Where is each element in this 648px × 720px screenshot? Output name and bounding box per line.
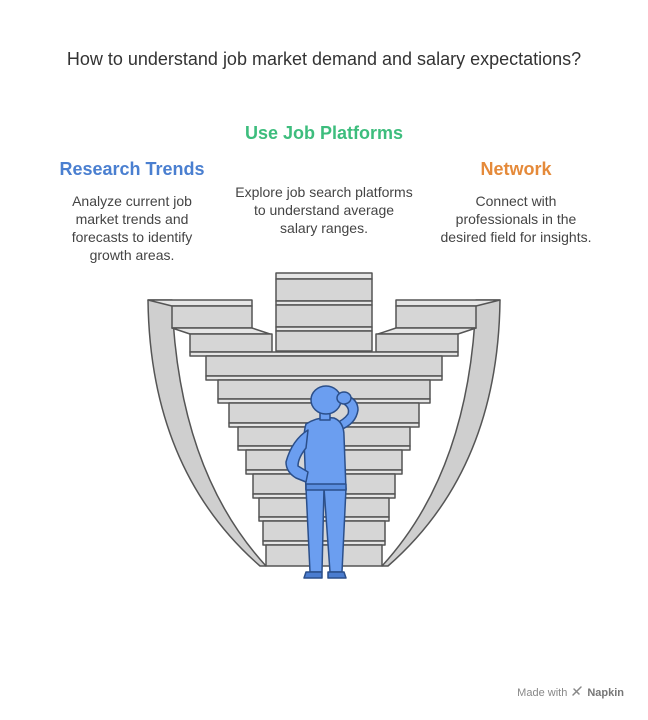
stair-1 (205, 355, 443, 377)
napkin-footer[interactable]: Made with Napkin (517, 685, 624, 700)
left-shoe (303, 571, 323, 579)
right-lower-step (375, 333, 459, 353)
hip-arm (285, 429, 309, 483)
tower-step-5 (275, 330, 373, 352)
network-heading: Network (480, 159, 552, 179)
research-trends-description: Analyze current job market trends and fo… (71, 193, 193, 263)
research-trends-heading: Research Trends (59, 159, 205, 179)
left-lower-step (189, 333, 273, 353)
left-upper-step (171, 305, 253, 329)
stair-8 (262, 520, 386, 542)
right-lower-top (377, 327, 477, 335)
left-lower-top (171, 327, 271, 335)
torso (303, 416, 347, 491)
napkin-logo-icon (571, 685, 583, 700)
napkin-brand: Napkin (587, 686, 624, 699)
page-title: How to understand job market demand and … (66, 49, 582, 69)
right-upper-step (395, 305, 477, 329)
right-shoe (327, 571, 347, 579)
hand (336, 391, 352, 405)
left-leg (305, 487, 325, 573)
tower-cap (275, 272, 373, 280)
head (310, 385, 342, 415)
belt (305, 483, 347, 491)
person-figure (285, 385, 359, 579)
tower-step-3 (275, 304, 373, 328)
network-description: Connect with professionals in the desire… (440, 193, 592, 245)
job-platforms-description: Explore job search platforms to understa… (235, 184, 413, 236)
tower-step-1 (275, 278, 373, 302)
stair-9 (265, 544, 383, 567)
made-with-label: Made with (517, 686, 568, 699)
job-platforms-heading: Use Job Platforms (244, 123, 404, 143)
